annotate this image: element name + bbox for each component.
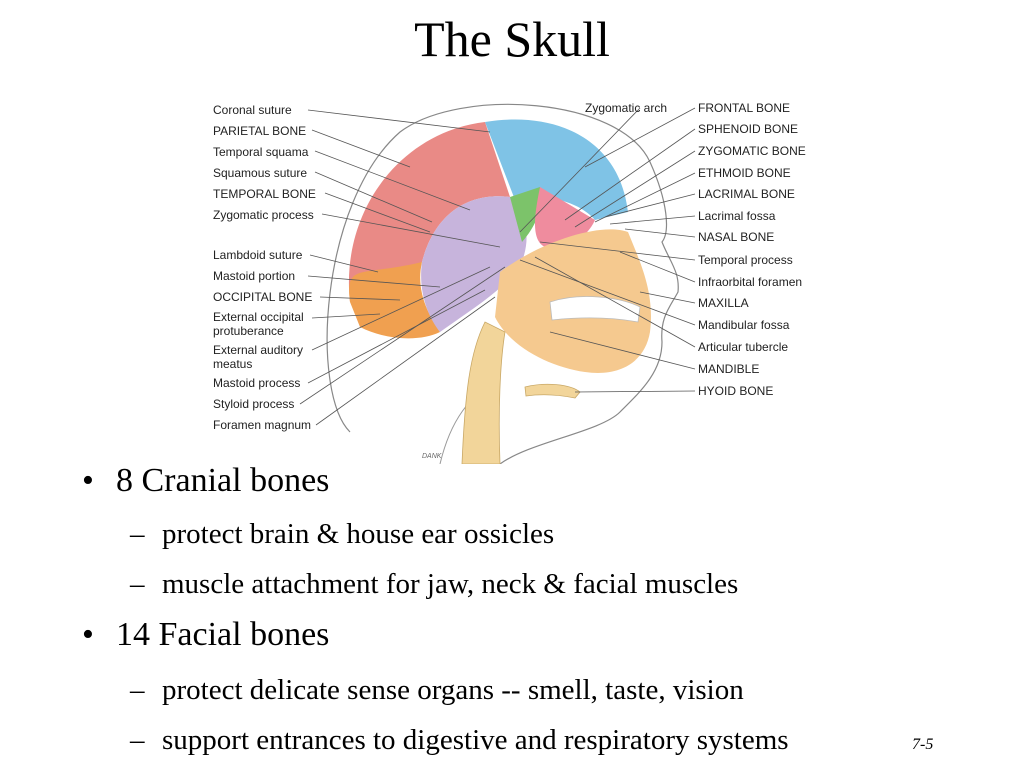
- subbullet-text: protect brain & house ear ossicles: [162, 518, 555, 550]
- label-protuberance: protuberance: [213, 324, 284, 338]
- label-infraorbital-foramen: Infraorbital foramen: [698, 275, 802, 289]
- subbullet-text: muscle attachment for jaw, neck & facial…: [162, 568, 739, 600]
- subbullet-text: support entrances to digestive and respi…: [162, 724, 789, 756]
- label-lambdoid-suture: Lambdoid suture: [213, 248, 303, 262]
- label-zygomatic-process: Zygomatic process: [213, 208, 314, 222]
- label-temporal-squama: Temporal squama: [213, 145, 309, 159]
- label-frontal-bone: FRONTAL BONE: [698, 101, 790, 115]
- label-mandibular-fossa: Mandibular fossa: [698, 318, 790, 332]
- zygomatic-region: [535, 187, 595, 249]
- label-external-occipital: External occipital: [213, 310, 304, 324]
- label-hyoid-bone: HYOID BONE: [698, 384, 773, 398]
- bullet-glyph: •: [82, 462, 94, 499]
- illustrator-signature: DANK: [422, 453, 442, 460]
- dash-glyph: –: [130, 724, 145, 756]
- label-zygomatic-bone: ZYGOMATIC BONE: [698, 144, 806, 158]
- hyoid: [524, 383, 581, 399]
- sphenoid-region: [510, 187, 542, 242]
- label-ethmoid-bone: ETHMOID BONE: [698, 166, 791, 180]
- label-parietal-bone: PARIETAL BONE: [213, 124, 306, 138]
- teeth: [549, 296, 641, 323]
- page-number: 7-5: [912, 736, 934, 753]
- temporal-region: [421, 196, 527, 332]
- left-leader-lines: [299, 109, 506, 426]
- label-mastoid-process: Mastoid process: [213, 376, 300, 390]
- label-nasal-bone: NASAL BONE: [698, 230, 774, 244]
- label-styloid-process: Styloid process: [213, 397, 294, 411]
- dash-glyph: –: [130, 518, 145, 550]
- label-sphenoid-bone: SPHENOID BONE: [698, 122, 798, 136]
- bullet-text: 8 Cranial bones: [116, 462, 330, 499]
- parietal-region: [348, 122, 510, 302]
- skull-diagram: Coronal suture PARIETAL BONE Temporal sq…: [200, 92, 820, 465]
- label-squamous-suture: Squamous suture: [213, 166, 307, 180]
- label-mastoid-portion: Mastoid portion: [213, 269, 295, 283]
- slide-title: The Skull: [414, 11, 610, 67]
- bullet-glyph: •: [82, 616, 94, 653]
- label-zygomatic-arch: Zygomatic arch: [585, 101, 667, 115]
- dash-glyph: –: [130, 568, 145, 600]
- label-lacrimal-fossa: Lacrimal fossa: [698, 209, 776, 223]
- label-meatus: meatus: [213, 357, 252, 371]
- bullet-text: 14 Facial bones: [116, 616, 330, 653]
- cervical-spine: [461, 321, 506, 465]
- skull-illustration: Coronal suture PARIETAL BONE Temporal sq…: [213, 101, 806, 465]
- label-external-auditory: External auditory: [213, 343, 303, 357]
- head-outline: [326, 103, 679, 465]
- label-maxilla: MAXILLA: [698, 296, 749, 310]
- label-occipital-bone: OCCIPITAL BONE: [213, 290, 312, 304]
- label-mandible: MANDIBLE: [698, 362, 759, 376]
- label-lacrimal-bone: LACRIMAL BONE: [698, 187, 795, 201]
- label-coronal-suture: Coronal suture: [213, 103, 292, 117]
- subbullet-text: protect delicate sense organs -- smell, …: [162, 674, 744, 706]
- right-leader-lines: [519, 107, 696, 393]
- dash-glyph: –: [130, 674, 145, 706]
- label-foramen-magnum: Foramen magnum: [213, 418, 311, 432]
- label-temporal-process: Temporal process: [698, 253, 793, 267]
- label-articular-tubercle: Articular tubercle: [698, 340, 788, 354]
- label-temporal-bone: TEMPORAL BONE: [213, 187, 316, 201]
